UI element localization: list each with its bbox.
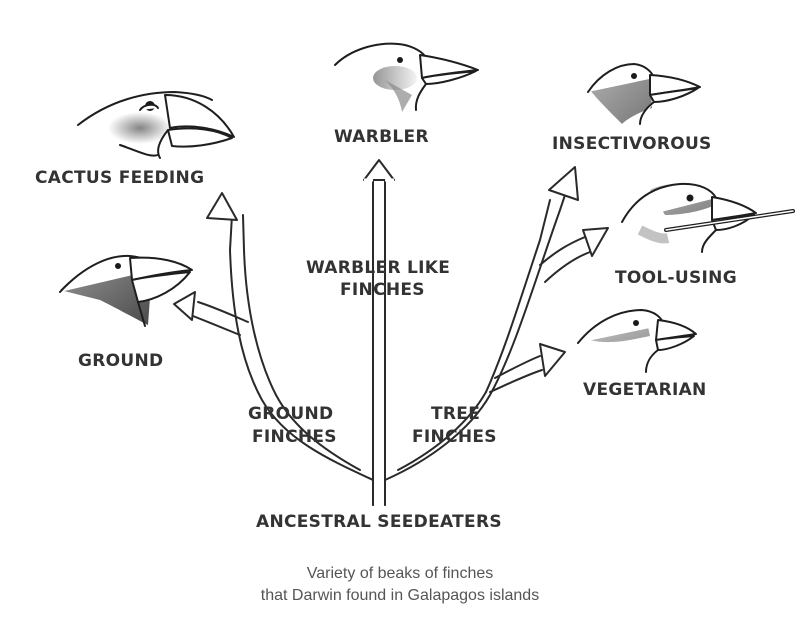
label-ground: GROUND [78, 351, 163, 371]
ground-branch-outer [228, 214, 374, 481]
tree-branch-inner [397, 391, 487, 471]
label-tree-finches-line2: FINCHES [412, 427, 497, 447]
tool-sub-b [544, 251, 591, 283]
vegetarian-finch [577, 309, 697, 373]
label-ground-finches-line2: FINCHES [252, 427, 337, 447]
label-warbler: WARBLER [334, 127, 429, 147]
label-warbler-like-line1: WARBLER LIKE [306, 258, 450, 278]
branch-tree [173, 159, 609, 506]
tree-branch-outer [384, 191, 567, 481]
vegetarian-arrowhead [539, 343, 566, 377]
warbler-arrowhead [363, 159, 395, 181]
tool-using-finch [621, 182, 795, 253]
label-ancestral-seedeaters: ANCESTRAL SEEDEATERS [256, 512, 502, 532]
label-ground-finches-line1: GROUND [248, 404, 333, 424]
label-cactus-feeding: CACTUS FEEDING [35, 168, 204, 188]
ground-finch [59, 254, 193, 327]
caption-line-1: Variety of beaks of finches [307, 565, 493, 582]
caption-line-2: that Darwin found in Galapagos islands [261, 587, 539, 604]
ground-sub-branch-b [197, 301, 249, 323]
label-tree-finches-line1: TREE [431, 404, 480, 424]
veg-sub-b [489, 369, 543, 393]
veg-sub-a [494, 355, 541, 379]
label-insectivorous: INSECTIVOROUS [552, 134, 712, 154]
ground-arrowhead [173, 291, 196, 321]
label-tool-using: TOOL-USING [615, 268, 737, 288]
tool-sub-a [539, 236, 586, 266]
insectivorous-finch [587, 63, 701, 125]
cactus-arrowhead [206, 192, 238, 221]
insectivorous-arrowhead [548, 166, 579, 201]
tree-branch-mid [485, 199, 551, 393]
warbler-finch [334, 42, 479, 112]
tool-arrowhead [582, 227, 609, 257]
label-warbler-like-line2: FINCHES [340, 280, 425, 300]
label-vegetarian: VEGETARIAN [583, 380, 707, 400]
ground-sub-branch-a [192, 315, 241, 336]
ground-branch-inner [242, 214, 361, 471]
cactus-feeding-finch [77, 91, 235, 159]
